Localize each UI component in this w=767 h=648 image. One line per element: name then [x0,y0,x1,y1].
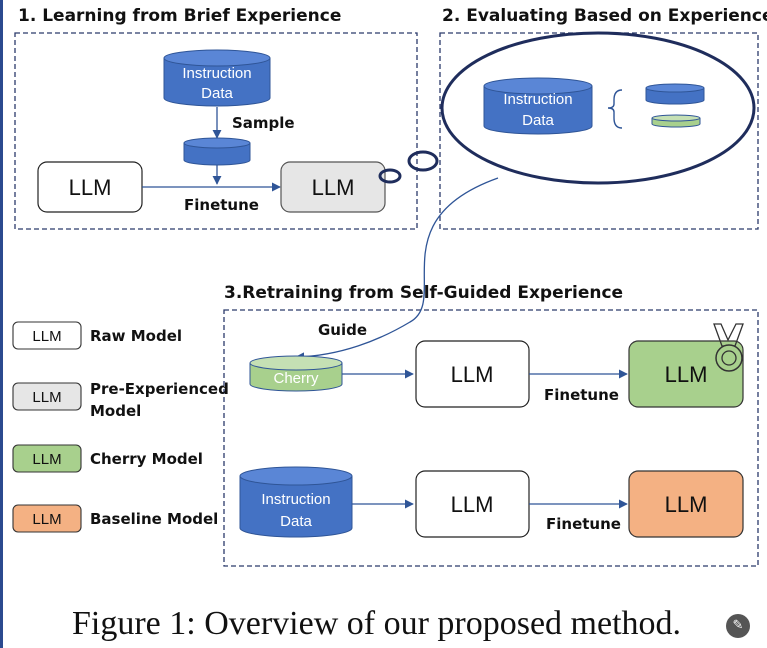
llm-cherry-box [628,340,744,408]
legend-swatch-baseline [12,504,82,533]
finetune-label-3: Finetune [546,515,621,533]
svg-text:Data: Data [280,513,312,530]
svg-text:Instruction: Instruction [503,91,572,108]
subset-cylinder-blue [645,83,705,105]
llm-raw-label-3: LLM [451,492,494,517]
llm-pre-experienced-box [280,161,386,213]
svg-text:Data: Data [201,85,233,102]
instruction-data-cylinder-2: Instruction Data [483,77,593,135]
legend-label-raw: Raw Model [90,327,182,345]
legend-swatch-cherry [12,444,82,473]
legend-swatch-raw [12,321,82,350]
thought-bubble-small [378,168,402,184]
medal-icon [713,323,744,372]
legend-label-pre-2: Model [90,402,141,420]
cherry-label: Cherry [273,370,319,387]
magic-wand-icon[interactable]: ✎ [726,614,750,638]
left-edge-bar [0,0,3,648]
llm-raw-label-2: LLM [451,362,494,387]
llm-cherry-label: LLM [665,362,708,387]
thought-bubble-medium [407,150,439,172]
finetune-label-2: Finetune [544,386,619,404]
cherry-data-cylinder: Cherry [249,355,343,392]
llm-pre-experienced-label: LLM [312,175,355,200]
finetune-label-1: Finetune [184,196,259,214]
guide-label: Guide [318,321,367,339]
instruction-data-cylinder-3: Instruction Data [239,466,353,538]
svg-text:LLM: LLM [32,451,61,468]
llm-baseline-label: LLM [665,492,708,517]
section-1-title: 1. Learning from Brief Experience [18,6,341,26]
evaluation-thought-bubble [440,31,756,185]
svg-text:Instruction: Instruction [261,491,330,508]
subset-cylinder-green [651,114,701,128]
svg-text:Instruction: Instruction [182,65,251,82]
figure-caption: Figure 1: Overview of our proposed metho… [72,605,681,642]
section-2-frame [439,32,759,230]
instruction-data-cylinder-1: Instruction Data [163,49,271,107]
legend-label-pre: Pre-Experienced [90,380,229,398]
llm-raw-label-1: LLM [69,175,112,200]
svg-text:LLM: LLM [32,328,61,345]
legend-label-baseline: Baseline Model [90,510,218,528]
legend: LLM Raw Model LLM Pre-Experienced Model … [12,321,229,533]
sample-label: Sample [232,114,295,132]
svg-text:LLM: LLM [32,389,61,406]
svg-text:LLM: LLM [32,511,61,528]
svg-text:Data: Data [522,112,554,129]
section-3-frame [223,309,759,567]
guide-arrow [295,177,499,362]
legend-swatch-pre [12,382,82,411]
section-1-frame [14,32,418,230]
llm-baseline-box [628,470,744,538]
split-brace [607,89,623,129]
legend-label-cherry: Cherry Model [90,450,203,468]
section-2-title: 2. Evaluating Based on Experience [442,6,767,26]
sampled-data-cylinder [183,137,251,166]
